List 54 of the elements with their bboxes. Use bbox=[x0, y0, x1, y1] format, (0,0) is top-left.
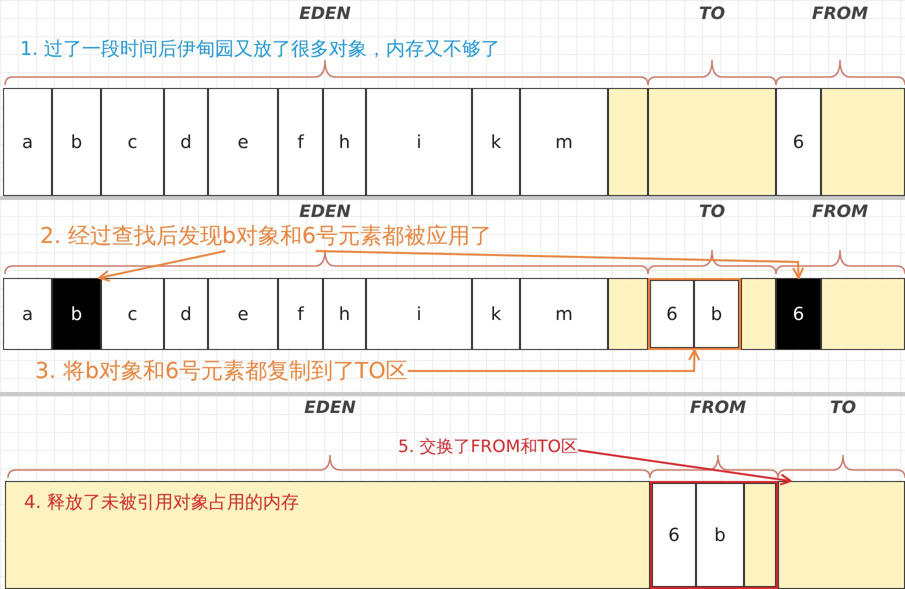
memory-cell: 6 bbox=[776, 88, 821, 196]
memory-cell: 6 bbox=[652, 483, 696, 587]
section-heading: TO bbox=[698, 4, 726, 24]
memory-cell: f bbox=[278, 278, 323, 350]
arrow bbox=[316, 250, 804, 279]
memory-cell: e bbox=[208, 88, 278, 196]
memory-cell: b bbox=[696, 483, 744, 587]
memory-cell: b bbox=[52, 88, 101, 196]
memory-cell: f bbox=[278, 88, 323, 196]
free-memory-area bbox=[741, 278, 776, 350]
marked-memory-cell: b bbox=[52, 278, 101, 350]
free-memory-area bbox=[821, 278, 905, 350]
section-heading: EDEN bbox=[299, 202, 351, 222]
freed-memory-area: 4. 释放了未被引用对象占用的内存 bbox=[5, 481, 650, 589]
section-heading: TO bbox=[698, 202, 726, 222]
memory-cell: m bbox=[520, 278, 608, 350]
free-memory-area bbox=[821, 88, 905, 196]
free-memory-area bbox=[648, 88, 776, 196]
memory-cell: c bbox=[101, 88, 164, 196]
section-heading: EDEN bbox=[299, 4, 351, 24]
memory-cell: 6 bbox=[650, 280, 694, 348]
annotation-text: 1. 过了一段时间后伊甸园又放了很多对象，内存又不够了 bbox=[20, 37, 500, 62]
annotation-text: 3. 将b对象和6号元素都复制到了TO区 bbox=[35, 356, 408, 386]
memory-cell: a bbox=[3, 278, 52, 350]
memory-cell: h bbox=[323, 278, 366, 350]
memory-cell: i bbox=[366, 88, 472, 196]
highlight-frame bbox=[648, 278, 741, 350]
memory-cell: a bbox=[3, 88, 52, 196]
memory-cell: k bbox=[472, 88, 520, 196]
memory-cell: e bbox=[208, 278, 278, 350]
memory-cell: i bbox=[366, 278, 472, 350]
arrow bbox=[98, 250, 226, 282]
annotation-text: 2. 经过查找后发现b对象和6号元素都被应用了 bbox=[40, 221, 492, 251]
section-heading: EDEN bbox=[304, 398, 356, 418]
memory-cell: d bbox=[164, 88, 208, 196]
memory-cell: d bbox=[164, 278, 208, 350]
arrow bbox=[408, 349, 700, 372]
section-heading: FROM bbox=[812, 4, 868, 24]
marked-memory-cell: 6 bbox=[776, 278, 821, 350]
memory-cell: h bbox=[323, 88, 366, 196]
section-heading: TO bbox=[830, 398, 856, 418]
free-memory-area bbox=[778, 481, 905, 589]
free-memory-area bbox=[744, 483, 776, 587]
arrow bbox=[578, 449, 792, 486]
free-memory-area bbox=[608, 278, 648, 350]
annotation-text: 5. 交换了FROM和TO区 bbox=[398, 432, 578, 460]
free-memory-area bbox=[608, 88, 648, 196]
memory-cell: c bbox=[101, 278, 164, 350]
memory-cell: b bbox=[694, 280, 739, 348]
memory-cell: k bbox=[472, 278, 520, 350]
survivor-frame bbox=[650, 481, 778, 589]
section-heading: FROM bbox=[812, 202, 868, 222]
memory-cell: m bbox=[520, 88, 608, 196]
section-heading: FROM bbox=[690, 398, 746, 418]
